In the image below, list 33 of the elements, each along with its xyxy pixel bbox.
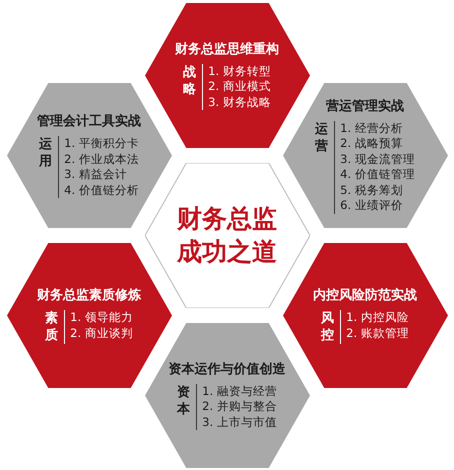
list-item: 4. 价值链分析 bbox=[64, 182, 139, 198]
hexagon-title: 营运管理实战 bbox=[326, 98, 404, 114]
list-item: 1. 领导能力 bbox=[70, 310, 133, 326]
center-title: 财务总监成功之道 bbox=[176, 203, 278, 268]
side-label: 风控 bbox=[321, 310, 336, 344]
hexagon-title: 财务总监思维重构 bbox=[175, 40, 279, 58]
list-item: 2. 账款管理 bbox=[346, 326, 409, 341]
side-label: 战略 bbox=[183, 64, 198, 98]
list-item: 2. 商业模式 bbox=[208, 79, 271, 95]
list-item: 5. 税务筹划 bbox=[340, 182, 404, 198]
list-item: 3. 上市与市值 bbox=[202, 414, 277, 430]
list-item: 6. 业绩评价 bbox=[340, 198, 404, 214]
list-item: 2. 并购与整合 bbox=[202, 399, 277, 415]
list-item: 1. 财务转型 bbox=[208, 64, 271, 80]
list-item: 1. 经营分析 bbox=[340, 120, 404, 136]
hexagon-title: 资本运作与价值创造 bbox=[168, 360, 286, 378]
list-item: 1. 平衡积分卡 bbox=[64, 136, 139, 152]
list-item: 2. 商业谈判 bbox=[70, 326, 133, 341]
side-label: 资本 bbox=[177, 384, 192, 418]
hexagon-title: 管理会计工具实战 bbox=[37, 112, 141, 130]
list-item: 2. 作业成本法 bbox=[64, 152, 139, 167]
side-label: 运营 bbox=[315, 120, 330, 154]
list-item: 1. 内控风险 bbox=[346, 310, 409, 326]
side-label: 素质 bbox=[45, 310, 60, 344]
list-item: 3. 精益会计 bbox=[64, 167, 128, 182]
side-label: 运用 bbox=[39, 136, 54, 170]
hexagon-title: 财务总监素质修炼 bbox=[37, 286, 141, 304]
hexagon-title: 内控风险防范实战 bbox=[313, 286, 417, 304]
list-item: 2. 战略预算 bbox=[340, 136, 404, 152]
list-item: 4. 价值链管理 bbox=[340, 167, 415, 182]
list-item: 3. 现金流管理 bbox=[340, 152, 415, 167]
list-item: 3. 财务战略 bbox=[208, 94, 271, 110]
list-item: 1. 融资与经营 bbox=[202, 384, 277, 400]
